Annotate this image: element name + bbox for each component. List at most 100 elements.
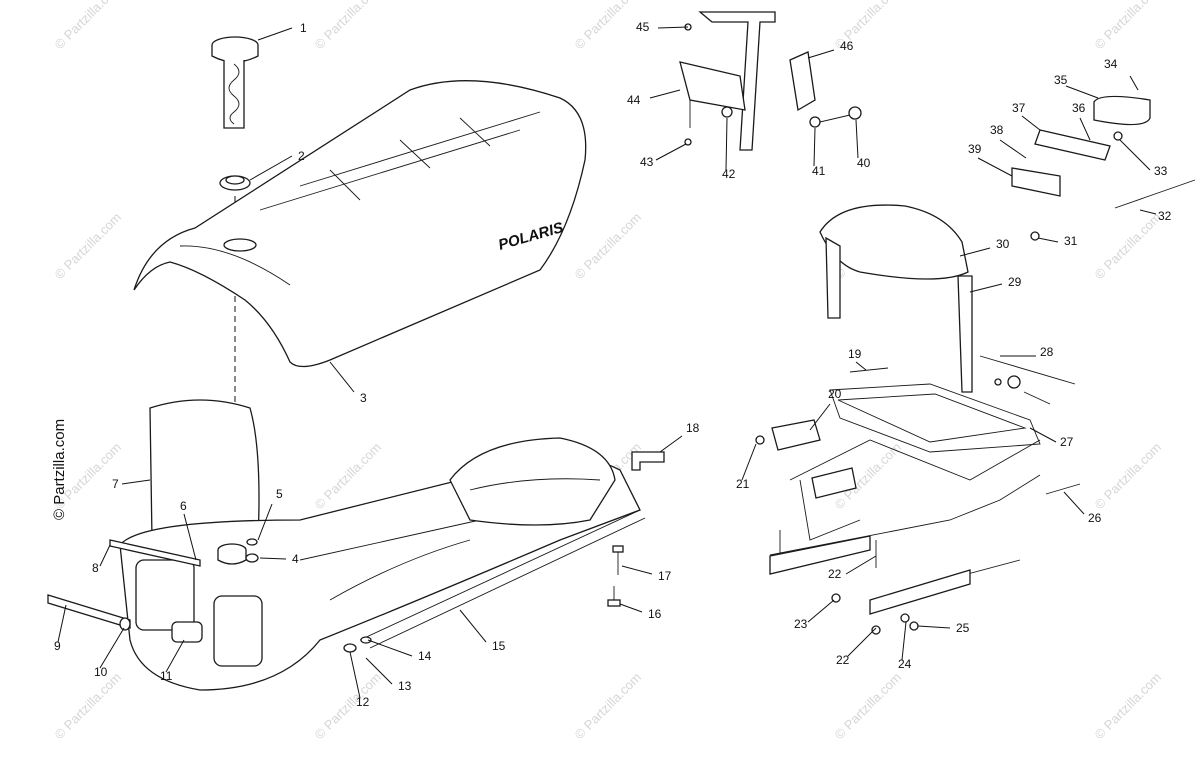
callout-number: 30 [996,237,1010,251]
callout-number: 6 [180,499,187,513]
leader-line [855,119,859,159]
leader-line [621,565,653,575]
watermark: © Partzilla.com [1092,0,1165,52]
leader-line [257,27,293,41]
watermark: © Partzilla.com [52,670,125,743]
callout-number: 12 [356,695,370,709]
leader-line [1129,75,1139,91]
callout-number: 37 [1012,101,1026,115]
leader-line [367,639,413,657]
callout-number: 27 [1060,435,1074,449]
leader-line [249,155,293,181]
leader-line [1037,237,1059,243]
leader-line [809,403,831,431]
watermark: © Partzilla.com [832,670,905,743]
watermark: © Partzilla.com [1092,670,1165,743]
callout-number: 29 [1008,275,1022,289]
leader-line [1119,139,1151,171]
callout-number: 45 [636,20,650,34]
callout-number: 25 [956,621,970,635]
watermark: © Partzilla.com [572,210,645,283]
callout-number: 5 [276,487,283,501]
callout-number: 11 [160,669,173,683]
callout-number: 36 [1072,101,1086,115]
backrest-bracket [679,11,862,151]
leader-line [649,89,681,99]
leader-line [977,157,1013,177]
leader-line [741,443,757,481]
leader-line [847,627,877,657]
leader-line [1079,117,1091,141]
side-watermark: © Partzilla.com [51,419,68,520]
callout-number: 32 [1158,209,1172,223]
leader-line [959,247,991,257]
callout-number: 8 [92,561,99,575]
leader-line [813,127,816,167]
callout-number: 22 [836,653,850,667]
callout-number: 31 [1064,234,1078,248]
callout-number: 18 [686,421,700,435]
callout-number: 19 [848,347,862,361]
callout-number: 23 [794,617,808,631]
callout-number: 28 [1040,345,1054,359]
callout-number: 26 [1088,511,1102,525]
leader-line [1063,491,1085,515]
backrest [819,204,973,393]
luggage-rack [755,355,1081,635]
callout-number: 21 [736,477,750,491]
leader-line [855,361,867,371]
callout-number: 22 [828,567,842,581]
watermark: © Partzilla.com [312,670,385,743]
seat: POLARIS [133,80,587,368]
tail-light [1011,95,1196,241]
callout-number: 7 [112,477,119,491]
watermark: © Partzilla.com [52,210,125,283]
leader-line [619,603,643,613]
callout-number: 33 [1154,164,1168,178]
leader-line [1065,85,1099,99]
watermark: © Partzilla.com [52,0,125,52]
watermark: © Partzilla.com [312,0,385,52]
leader-line [349,651,361,699]
callout-number: 15 [492,639,506,653]
watermark: © Partzilla.com [572,670,645,743]
callout-number: 41 [812,164,826,178]
callout-number: 35 [1054,73,1068,87]
leader-line [183,513,197,561]
callout-number: 43 [640,155,654,169]
callout-number: 2 [298,149,305,163]
leader-line [655,143,687,161]
leader-line [459,609,487,643]
fuel-tank-base [47,399,665,691]
leader-line [659,435,683,453]
leader-line [121,479,151,485]
watermark: © Partzilla.com [1092,210,1165,283]
leader-line [99,544,111,567]
callout-number: 34 [1104,57,1118,71]
leader-line [807,599,835,623]
callout-number: 13 [398,679,412,693]
callout-number: 39 [968,142,982,156]
leader-line [365,657,393,685]
callout-number: 14 [418,649,432,663]
leader-line [1021,115,1041,131]
leader-line [259,557,287,560]
callout-number: 44 [627,93,641,107]
callout-number: 38 [990,123,1004,137]
leader-line [917,625,951,629]
fuel-cap-assembly [211,36,259,540]
leader-line [99,627,125,669]
callout-number: 46 [840,39,854,53]
callout-number: 10 [94,665,108,679]
callout-number: 42 [722,167,736,181]
leader-line [845,555,877,575]
leader-line [969,283,1003,293]
callout-number: 1 [300,21,307,35]
leader-line [57,604,67,643]
callout-number: 20 [828,387,842,401]
callout-number: 4 [292,552,299,566]
leader-line [1029,427,1057,443]
leader-line [1139,209,1157,215]
